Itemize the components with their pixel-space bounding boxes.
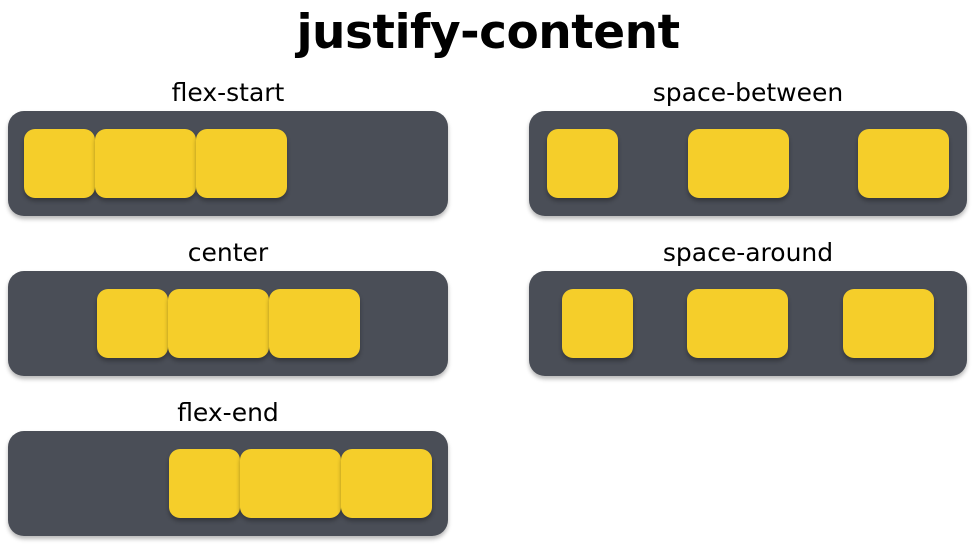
demo-label-flex-end: flex-end — [177, 398, 279, 427]
flex-item — [240, 449, 341, 518]
flex-item — [687, 289, 789, 358]
flex-container-flex-start — [8, 111, 448, 216]
flex-item — [842, 289, 934, 358]
demo-label-space-around: space-around — [662, 238, 834, 267]
flex-item — [268, 289, 360, 358]
flex-item — [547, 129, 618, 198]
flex-item — [341, 449, 432, 518]
page-title: justify-content — [296, 5, 680, 60]
flex-item — [24, 129, 95, 198]
flex-item — [196, 129, 287, 198]
flex-item — [96, 289, 168, 358]
demo-label-space-between: space-between — [652, 78, 844, 107]
demo-flex-end: flex-end — [8, 400, 448, 536]
flex-container-space-between — [529, 111, 967, 216]
flex-item — [169, 449, 240, 518]
flex-container-flex-end — [8, 431, 448, 536]
flex-item — [858, 129, 949, 198]
flex-item — [95, 129, 196, 198]
demo-flex-start: flex-start — [8, 80, 448, 216]
demo-space-between: space-between — [529, 80, 967, 216]
demo-label-flex-start: flex-start — [171, 78, 285, 107]
demo-center: center — [8, 240, 448, 376]
flex-container-space-around — [529, 271, 967, 376]
flex-item — [167, 289, 269, 358]
flex-container-center — [8, 271, 448, 376]
flex-item — [687, 129, 789, 198]
flex-item — [562, 289, 634, 358]
demo-label-center: center — [187, 238, 269, 267]
demo-space-around: space-around — [529, 240, 967, 376]
